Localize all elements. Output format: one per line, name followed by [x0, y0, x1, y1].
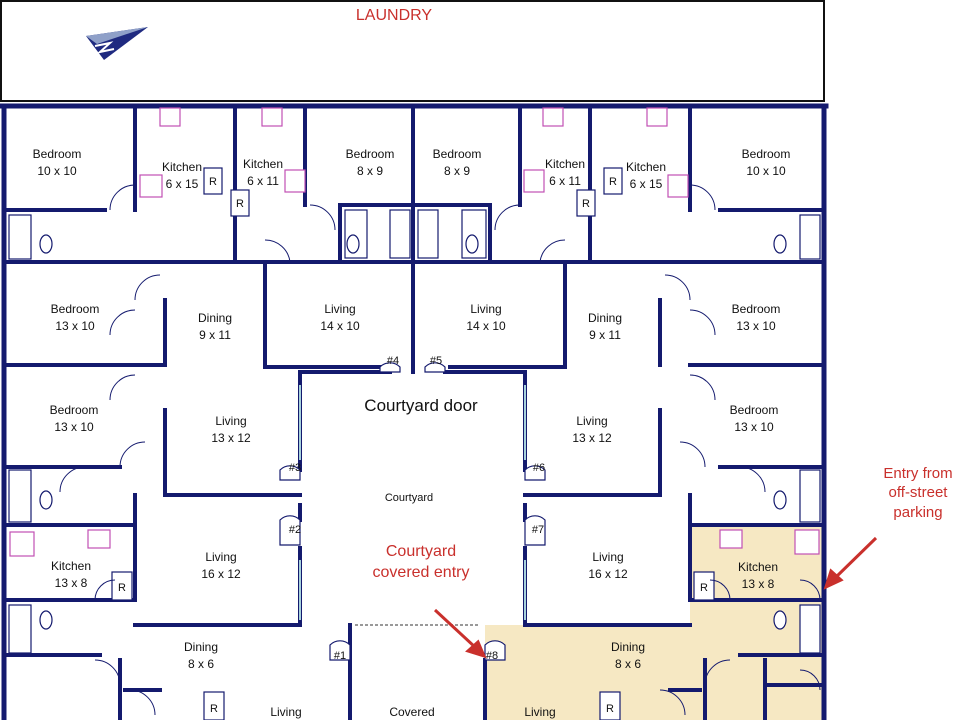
fridge-label: R: [118, 582, 126, 594]
fridge-label: R: [209, 176, 217, 188]
unit-7-label: #7: [532, 524, 544, 536]
room-name: Living: [524, 705, 555, 719]
room-dims: 13 x 8: [55, 576, 88, 590]
room-name: Dining: [588, 311, 622, 325]
windows: [299, 385, 526, 626]
room-name: Bedroom: [433, 147, 482, 161]
room-dims: 10 x 10: [37, 164, 77, 178]
unit-1-label: #1: [334, 650, 346, 662]
room-dims: 6 x 11: [549, 174, 581, 188]
room-name: Living: [470, 302, 501, 316]
room-name: Bedroom: [50, 403, 99, 417]
room-labels: Bedroom 10 x 10 Kitchen 6 x 15 Kitchen 6…: [33, 147, 791, 719]
room-name: Bedroom: [51, 302, 100, 316]
unit-6-label: #6: [533, 462, 545, 474]
fridge-label: R: [700, 582, 708, 594]
refrigerators: [111, 167, 715, 720]
room-name: Bedroom: [346, 147, 395, 161]
fridge-label: R: [210, 703, 218, 715]
north-arrow-icon: [86, 27, 148, 60]
room-dims: 6 x 15: [166, 177, 199, 191]
room-dims: 10 x 10: [746, 164, 786, 178]
room-dims: 13 x 10: [55, 319, 95, 333]
room-dims: 8 x 9: [357, 164, 383, 178]
entry-note-line2: off-street: [889, 484, 949, 501]
laundry-building: [0, 0, 825, 102]
room-name: Living: [324, 302, 355, 316]
bathroom-fixtures: [8, 209, 821, 654]
room-name: Living: [576, 414, 607, 428]
room-dims: 13 x 8: [742, 577, 775, 591]
room-name: Bedroom: [33, 147, 82, 161]
covered-label: Covered: [389, 705, 434, 719]
room-dims: 8 x 9: [444, 164, 470, 178]
room-dims: 13 x 12: [211, 431, 251, 445]
room-dims: 16 x 12: [201, 567, 241, 581]
room-dims: 6 x 11: [247, 174, 279, 188]
room-name: Kitchen: [51, 559, 91, 573]
room-name: Kitchen: [738, 560, 778, 574]
room-dims: 14 x 10: [320, 319, 360, 333]
walls: [0, 103, 829, 720]
room-name: Bedroom: [732, 302, 781, 316]
room-name: Dining: [198, 311, 232, 325]
room-name: Kitchen: [243, 157, 283, 171]
entry-note-line3: parking: [893, 504, 942, 521]
room-dims: 16 x 12: [588, 567, 628, 581]
fridge-label: R: [582, 198, 590, 210]
laundry-label: LAUNDRY: [356, 7, 433, 24]
room-dims: 13 x 10: [736, 319, 776, 333]
stove-icon: [9, 107, 820, 557]
room-name: Kitchen: [626, 160, 666, 174]
room-name: Living: [592, 550, 623, 564]
unit-3-label: #3: [289, 462, 301, 474]
courtyard-label: Courtyard: [385, 492, 433, 504]
room-name: Living: [215, 414, 246, 428]
room-name: Living: [205, 550, 236, 564]
room-name: Kitchen: [162, 160, 202, 174]
room-dims: 13 x 10: [54, 420, 94, 434]
room-name: Kitchen: [545, 157, 585, 171]
unit-8-label: #8: [486, 650, 498, 662]
room-dims: 14 x 10: [466, 319, 506, 333]
unit-numbers: #1 #2 #3 #4 #5 #6 #7 #8: [289, 355, 545, 662]
unit-5-label: #5: [430, 355, 442, 367]
unit-door-badges: [279, 362, 546, 661]
covered-entry-label-line2: covered entry: [373, 564, 470, 581]
courtyard-door-label: Courtyard door: [364, 396, 478, 415]
unit-4-label: #4: [387, 355, 399, 367]
unit-2-label: #2: [289, 524, 301, 536]
annotation-arrow-icon: [433, 536, 878, 659]
room-dims: 9 x 11: [199, 328, 231, 342]
covered-entry-label-line1: Courtyard: [386, 543, 456, 560]
room-name: Bedroom: [742, 147, 791, 161]
entry-note-line1: Entry from: [883, 465, 952, 482]
door-swings: [59, 184, 821, 716]
room-dims: 6 x 15: [630, 177, 663, 191]
room-dims: 13 x 10: [734, 420, 774, 434]
room-dims: 8 x 6: [615, 657, 641, 671]
fridge-label: R: [236, 198, 244, 210]
fridge-label: R: [609, 176, 617, 188]
room-dims: 13 x 12: [572, 431, 612, 445]
fridge-label: R: [606, 703, 614, 715]
refrigerator-labels: R R R R R R R R: [118, 176, 708, 715]
room-name: Dining: [611, 640, 645, 654]
room-dims: 9 x 11: [589, 328, 621, 342]
room-name: Bedroom: [730, 403, 779, 417]
room-name: Living: [270, 705, 301, 719]
room-dims: 8 x 6: [188, 657, 214, 671]
room-name: Dining: [184, 640, 218, 654]
